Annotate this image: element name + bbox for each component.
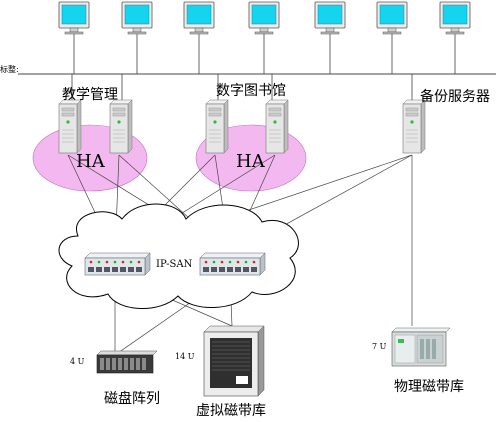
ip-san-cloud xyxy=(58,203,299,309)
network-label: 标整: xyxy=(0,65,19,74)
disk-array-units: 4 U xyxy=(70,357,85,366)
tower-server-icon xyxy=(58,99,82,154)
ip-san-label: IP-SAN xyxy=(156,259,193,270)
monitor-icon xyxy=(183,1,215,35)
backup-server-label: 备份服务器 xyxy=(420,89,490,105)
monitor-icon xyxy=(439,1,471,35)
ha-label-library: HA xyxy=(236,151,265,172)
network-switch-icon xyxy=(199,252,266,276)
tower-server-icon xyxy=(265,99,289,154)
tower-server-icon xyxy=(402,99,426,154)
tower-server-icon xyxy=(109,99,133,154)
virtual-tape-library-label: 虚拟磁带库 xyxy=(196,403,266,419)
monitor-icon xyxy=(58,1,90,35)
disk-array-label: 磁盘阵列 xyxy=(104,391,160,407)
physical-tape-library-label: 物理磁带库 xyxy=(394,379,464,395)
teaching-management-label: 教学管理 xyxy=(62,87,118,103)
physical-tape-library-icon xyxy=(391,327,451,367)
digital-library-label: 数字图书馆 xyxy=(216,83,286,99)
virtual-tape-units: 14 U xyxy=(175,352,195,361)
physical-tape-units: 7 U xyxy=(372,342,387,351)
monitor-icon xyxy=(248,1,280,35)
virtual-tape-library-icon xyxy=(203,325,265,397)
client-drops xyxy=(73,34,456,74)
monitor-icon xyxy=(376,1,408,35)
disk-array-icon xyxy=(96,350,158,374)
monitor-icon xyxy=(314,1,346,35)
network-switch-icon xyxy=(84,252,151,276)
ha-label-teaching: HA xyxy=(76,151,105,172)
monitor-icon xyxy=(121,1,153,35)
tower-server-icon xyxy=(205,99,229,154)
server-drops xyxy=(71,74,413,104)
